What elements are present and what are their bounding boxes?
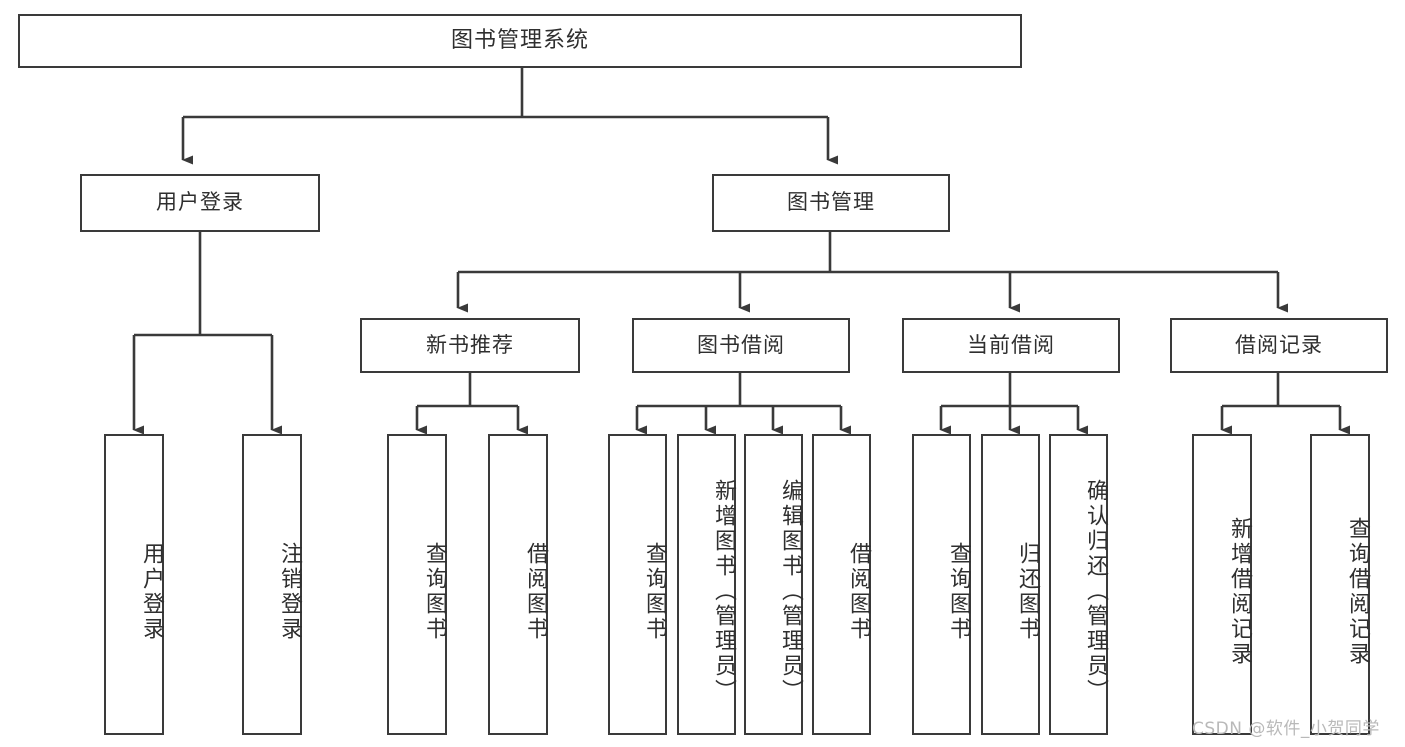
node-label: 查询图书 xyxy=(422,541,447,642)
leaf-borrow-add-book-admin[interactable]: 新增图书（管理员） xyxy=(677,434,736,735)
node-label: 借阅图书 xyxy=(846,541,871,642)
watermark: CSDN @软件_小贺同学 xyxy=(1192,719,1380,739)
node-label: 借阅图书 xyxy=(523,541,548,642)
leaf-recommend-query-book[interactable]: 查询图书 xyxy=(387,434,447,735)
node-label: 新书推荐 xyxy=(426,332,514,357)
node-label: 确认归还（管理员） xyxy=(1083,479,1108,704)
node-new-book-recommend[interactable]: 新书推荐 xyxy=(360,318,580,373)
node-borrow-record[interactable]: 借阅记录 xyxy=(1170,318,1388,373)
node-label: 查询图书 xyxy=(642,541,667,642)
node-label: 归还图书 xyxy=(1015,541,1040,642)
node-book-management[interactable]: 图书管理 xyxy=(712,174,950,232)
leaf-user-login-signout[interactable]: 注销登录 xyxy=(242,434,302,735)
node-label: 编辑图书（管理员） xyxy=(778,479,803,704)
node-label: 查询借阅记录 xyxy=(1345,516,1370,667)
node-current-borrow[interactable]: 当前借阅 xyxy=(902,318,1120,373)
leaf-borrow-borrow-book[interactable]: 借阅图书 xyxy=(812,434,871,735)
node-label: 新增借阅记录 xyxy=(1227,516,1252,667)
node-label: 用户登录 xyxy=(139,541,164,642)
leaf-borrow-query-book[interactable]: 查询图书 xyxy=(608,434,667,735)
node-label: 查询图书 xyxy=(946,541,971,642)
node-label: 用户登录 xyxy=(156,190,244,215)
node-label: 图书管理系统 xyxy=(450,27,589,53)
leaf-user-login-signin[interactable]: 用户登录 xyxy=(104,434,164,735)
node-label: 当前借阅 xyxy=(967,332,1055,357)
node-label: 图书管理 xyxy=(787,190,875,215)
leaf-current-confirm-return-admin[interactable]: 确认归还（管理员） xyxy=(1049,434,1108,735)
node-root-system[interactable]: 图书管理系统 xyxy=(18,14,1022,68)
leaf-current-query-book[interactable]: 查询图书 xyxy=(912,434,971,735)
leaf-record-query-record[interactable]: 查询借阅记录 xyxy=(1310,434,1370,735)
leaf-borrow-edit-book-admin[interactable]: 编辑图书（管理员） xyxy=(744,434,803,735)
node-label: 新增图书（管理员） xyxy=(711,479,736,704)
leaf-record-add-record[interactable]: 新增借阅记录 xyxy=(1192,434,1252,735)
node-book-borrow[interactable]: 图书借阅 xyxy=(632,318,850,373)
node-label: 图书借阅 xyxy=(697,332,785,357)
node-label: 注销登录 xyxy=(277,541,302,642)
node-label: 借阅记录 xyxy=(1235,332,1323,357)
leaf-recommend-borrow-book[interactable]: 借阅图书 xyxy=(488,434,548,735)
node-user-login[interactable]: 用户登录 xyxy=(80,174,320,232)
leaf-current-return-book[interactable]: 归还图书 xyxy=(981,434,1040,735)
